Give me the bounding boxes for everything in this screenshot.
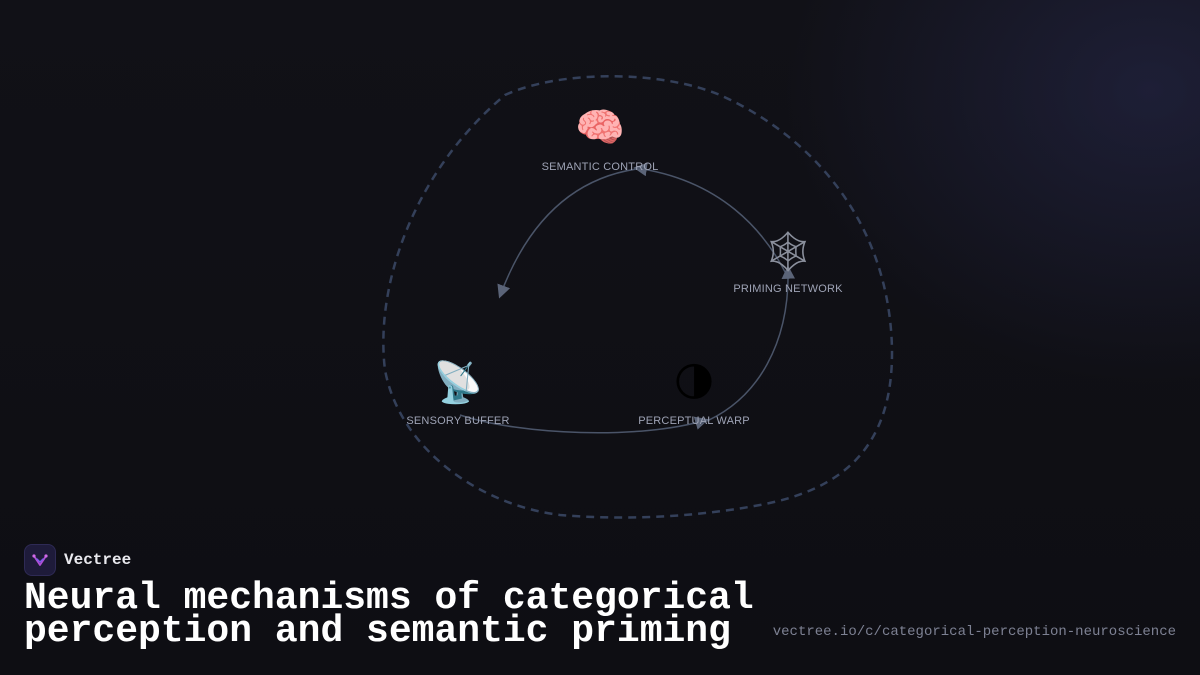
vectree-logo-icon <box>24 544 56 576</box>
node-label: PRIMING NETWORK <box>733 283 843 295</box>
arrow-sensory-to-warp <box>459 414 709 434</box>
node-label: SEMANTIC CONTROL <box>542 161 659 173</box>
node-perceptual-warp: 🌗 PERCEPTUAL WARP <box>638 360 750 427</box>
outer-dashed-loop <box>382 75 894 519</box>
arrow-semantic-to-sensory <box>497 167 645 299</box>
arrow-warp-to-priming <box>699 265 796 425</box>
node-sensory-buffer: 📡 SENSORY BUFFER <box>406 357 509 427</box>
node-semantic-control: 🧠 SEMANTIC CONTROL <box>542 105 659 173</box>
half-moon-icon: 🌗 <box>673 360 715 406</box>
satellite-dish-icon: 📡 <box>433 357 483 406</box>
node-priming-network: 🕸 PRIMING NETWORK <box>733 229 843 295</box>
brand: Vectree <box>24 544 131 576</box>
source-url[interactable]: vectree.io/c/categorical-perception-neur… <box>772 624 1176 640</box>
node-label: PERCEPTUAL WARP <box>638 415 750 427</box>
arrow-priming-to-semantic <box>633 162 789 279</box>
page-title: Neural mechanisms of categorical percept… <box>24 577 754 653</box>
brand-name: Vectree <box>64 551 132 569</box>
spider-web-icon: 🕸 <box>763 229 814 275</box>
node-label: SENSORY BUFFER <box>406 415 509 427</box>
brain-icon: 🧠 <box>575 105 625 151</box>
